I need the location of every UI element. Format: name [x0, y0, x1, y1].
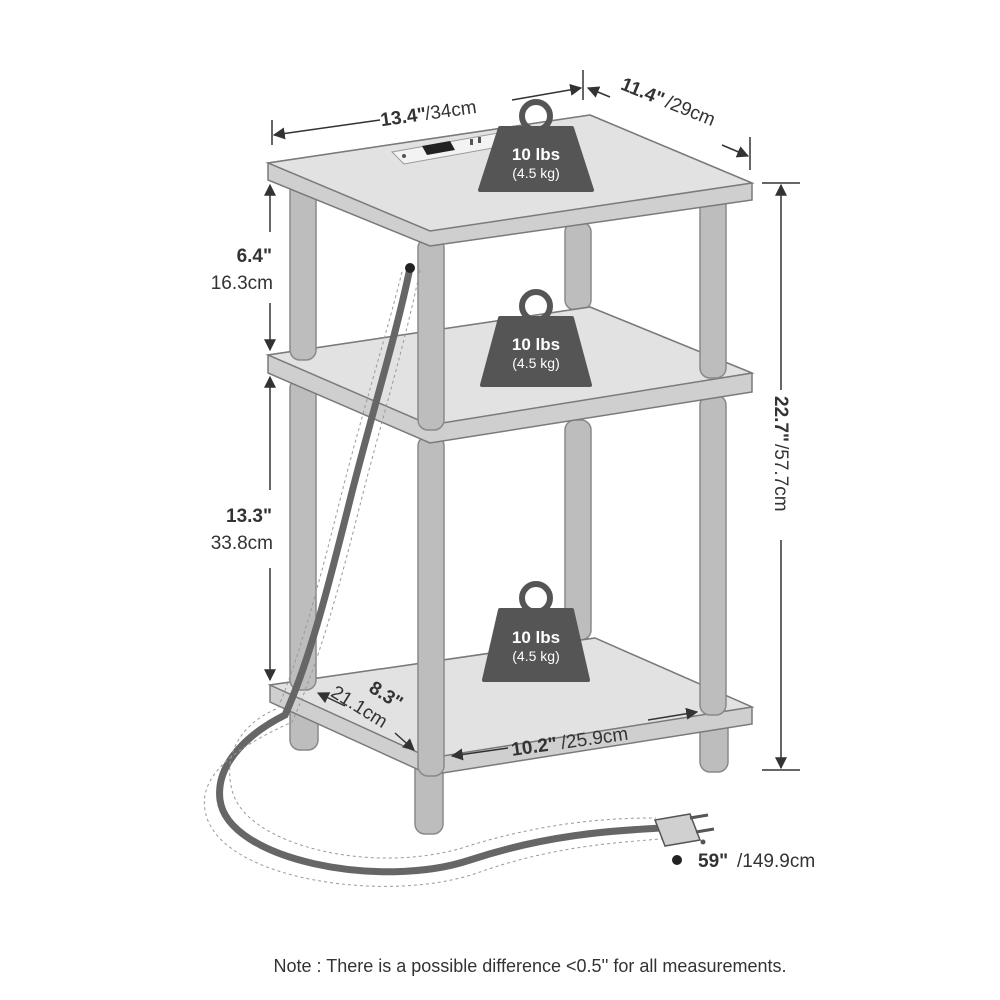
- bottom-shelf: [267, 637, 755, 835]
- dim-line-bottom-depth: [316, 692, 415, 751]
- weight-icon-top: [478, 99, 594, 192]
- weight-icon-middle: [480, 289, 592, 387]
- shelf-gap-bottom-in: 13.3": [226, 506, 272, 527]
- top-depth-in: 11.4": [618, 74, 668, 110]
- upper-legs: [289, 179, 727, 431]
- cord-length-marker: [672, 855, 682, 865]
- plug-icon: [653, 813, 715, 847]
- measurement-note: Note : There is a possible difference <0…: [274, 956, 787, 976]
- top-width-in: 13.4": [379, 104, 427, 131]
- cord-length-in: 59": [698, 851, 728, 872]
- weight-middle-kg: (4.5 kg): [512, 355, 559, 371]
- lower-legs: [289, 377, 727, 777]
- weight-icon-bottom: [482, 581, 590, 682]
- power-cord: [203, 263, 715, 887]
- cord-length-cm: /149.9cm: [737, 851, 815, 872]
- dim-line-top-depth: [586, 86, 751, 170]
- weight-bottom-kg: (4.5 kg): [512, 648, 559, 664]
- top-width-cm: /34cm: [424, 97, 478, 125]
- total-height-in: 22.7": [770, 396, 791, 442]
- total-height-cm: /57.7cm: [770, 444, 791, 512]
- weight-top-lbs: 10 lbs: [512, 145, 560, 164]
- weight-bottom-lbs: 10 lbs: [512, 628, 560, 647]
- dim-line-bottom-width: [450, 707, 699, 761]
- dim-line-top-width: [271, 70, 584, 145]
- back-legs: [564, 221, 592, 641]
- shelf-gap-top-cm: 16.3cm: [211, 273, 273, 294]
- dim-line-total-height: [762, 182, 800, 771]
- weight-middle-lbs: 10 lbs: [512, 335, 560, 354]
- top-depth-cm: /29cm: [662, 92, 718, 131]
- weight-top-kg: (4.5 kg): [512, 165, 559, 181]
- shelf-gap-bottom-cm: 33.8cm: [211, 533, 273, 554]
- shelf-gap-top-in: 6.4": [237, 246, 272, 267]
